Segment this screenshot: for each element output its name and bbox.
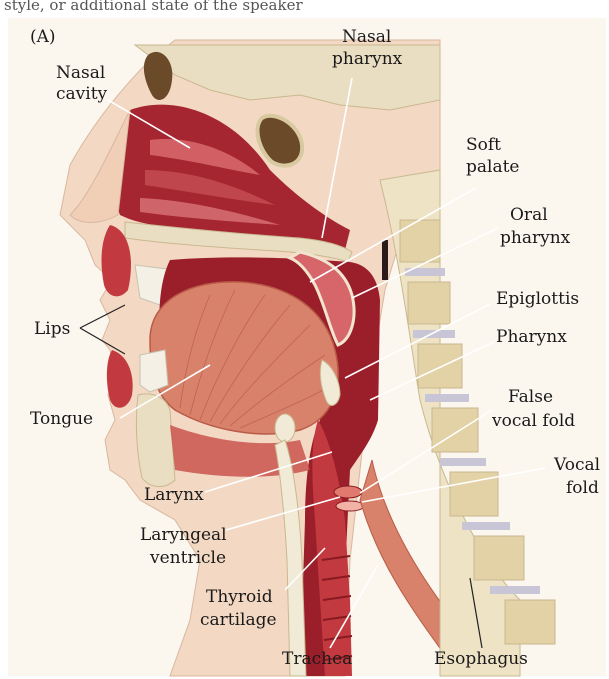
vocal-fold-shape: [336, 501, 364, 511]
false-vocal-fold-shape: [334, 486, 362, 498]
mandible: [136, 394, 175, 487]
label-oral-pharynx-line1: Oral: [510, 205, 548, 225]
label-nasal-pharynx-line2: pharynx: [332, 49, 403, 69]
label-esophagus: Esophagus: [434, 649, 528, 669]
label-nasal-cavity-line1: Nasal: [56, 63, 105, 83]
label-vocal-fold-line1: Vocal: [553, 455, 600, 475]
label-epiglottis: Epiglottis: [496, 289, 579, 309]
label-soft-palate-line2: palate: [466, 157, 519, 177]
label-lips: Lips: [34, 319, 70, 339]
label-larynx: Larynx: [144, 485, 204, 505]
label-nasal-pharynx-line1: Nasal: [342, 27, 391, 47]
label-false-vocal-fold-line2: vocal fold: [491, 411, 575, 431]
label-soft-palate-line1: Soft: [466, 135, 501, 155]
label-thyroid-cartilage-line2: cartilage: [200, 610, 277, 630]
panel-label: (A): [30, 27, 56, 47]
label-false-vocal-fold-line1: False: [508, 387, 553, 407]
label-thyroid-cartilage-line1: Thyroid: [206, 587, 273, 607]
label-nasal-cavity-line2: cavity: [56, 84, 108, 104]
label-trachea: Trachea: [282, 649, 352, 669]
hyoid-bone: [275, 414, 295, 442]
label-laryngeal-ventricle-line1: Laryngeal: [140, 525, 227, 545]
label-laryngeal-ventricle-line2: ventricle: [149, 548, 226, 568]
cropped-header-text: style, or additional state of the speake…: [4, 0, 303, 14]
label-pharynx: Pharynx: [496, 327, 567, 347]
label-vocal-fold-line2: fold: [566, 478, 599, 498]
lower-teeth: [140, 350, 168, 392]
label-oral-pharynx-line2: pharynx: [500, 228, 571, 248]
spine-accent: [382, 240, 388, 280]
label-tongue: Tongue: [30, 409, 93, 429]
